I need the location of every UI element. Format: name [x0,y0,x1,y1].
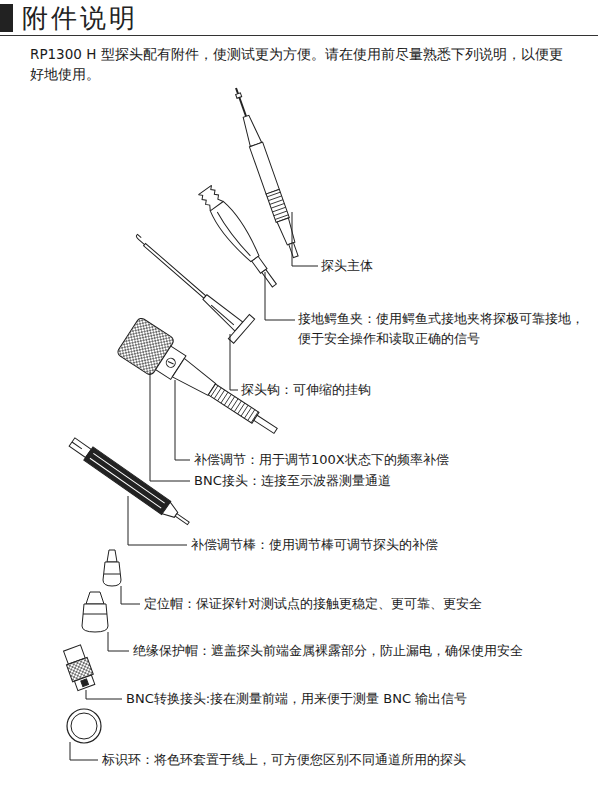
page-title: 附件说明 [22,3,138,33]
alligator-clip [197,184,283,292]
insulation-cap [82,592,108,632]
part-label: 补偿调节棒：使用调节棒可调节探头的补偿 [191,535,586,555]
part-label: 绝缘保护帽：遮盖探头前端金属裸露部分，防止漏电，确保使用安全 [133,641,593,661]
intro-text: RP1300 H 型探头配有附件，使测试更为方便。请在使用前尽量熟悉下列说明，以… [30,44,575,84]
part-label: 探头钩：可伸缩的挂钩 [241,380,541,400]
part-label: BNC转换接头:接在测量前端，用来便于测量 BNC 输出信号 [126,689,591,709]
part-label: BNC接头：连接至示波器测量通道 [194,471,584,491]
adjustment-rod [67,435,192,530]
compensation-screw [165,357,177,369]
title-rule [0,35,598,36]
part-label: 探头主体 [321,256,441,276]
bnc-adapter [62,644,97,691]
part-label: 标识环：将色环套置于线上，可方便您区别不同通道所用的探头 [102,750,592,770]
id-ring [67,709,101,743]
positioning-cap [103,550,121,586]
part-label: 接地鳄鱼夹：使用鳄鱼式接地夹将探极可靠接地，便于安全操作和读取正确的信号 [298,309,586,349]
title-bar [0,4,13,32]
part-label: 定位帽：保证探针对测试点的接触更稳定、更可靠、更安全 [144,594,589,614]
id-ring-inner [71,713,97,739]
part-label: 补偿调节：用于调节100X状态下的频率补偿 [194,450,584,470]
